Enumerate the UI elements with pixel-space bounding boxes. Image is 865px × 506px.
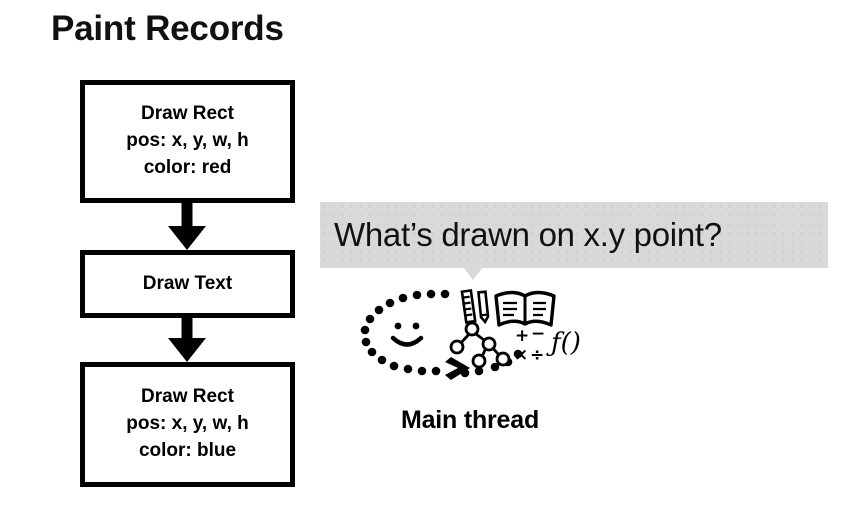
flow-box-line: Draw Text	[142, 272, 233, 294]
speech-bubble-tail-icon	[464, 268, 482, 280]
dotted-oval-icon	[360, 289, 523, 378]
flow-box-line: pos: x, y, w, h	[126, 413, 249, 435]
arrow-head	[168, 226, 206, 250]
flow-box-draw-rect-blue: Draw Rect pos: x, y, w, h color: blue	[80, 362, 295, 487]
down-arrow-icon	[164, 318, 210, 362]
flow-box-line: Draw Rect	[141, 103, 234, 125]
svg-text:+: +	[515, 326, 529, 346]
flow-box-line: color: blue	[138, 439, 237, 461]
function-notation-icon: ƒ()	[546, 328, 581, 358]
flow-box-line: color: red	[143, 156, 232, 178]
svg-text:−: −	[531, 324, 545, 344]
ruler-icon	[460, 288, 477, 324]
node-tree-icon	[449, 321, 511, 369]
arrow-head	[168, 338, 206, 362]
flow-box-line: pos: x, y, w, h	[126, 130, 249, 152]
chevron-right-icon	[445, 357, 470, 380]
flow-box-draw-text: Draw Text	[80, 250, 295, 318]
speech-bubble-text: What’s drawn on x.y point?	[334, 216, 722, 253]
flow-box-line: Draw Rect	[141, 386, 234, 408]
open-book-icon	[494, 290, 556, 327]
page-title: Paint Records	[51, 9, 284, 48]
arrow-shaft	[181, 203, 193, 229]
pencil-icon	[477, 290, 490, 325]
main-thread-illustration: + − × ÷ ƒ()	[355, 283, 585, 393]
svg-text:÷: ÷	[530, 345, 544, 365]
svg-text:ƒ(): ƒ()	[546, 328, 581, 358]
svg-text:×: ×	[514, 345, 528, 365]
down-arrow-icon	[164, 203, 210, 250]
flow-box-draw-rect-red: Draw Rect pos: x, y, w, h color: red	[80, 80, 295, 203]
smiley-face-icon	[390, 322, 424, 347]
math-symbols-icon: + − × ÷	[514, 324, 545, 365]
arrow-shaft	[181, 318, 193, 341]
main-thread-label: Main thread	[400, 406, 540, 434]
speech-bubble: What’s drawn on x.y point?	[320, 202, 828, 268]
